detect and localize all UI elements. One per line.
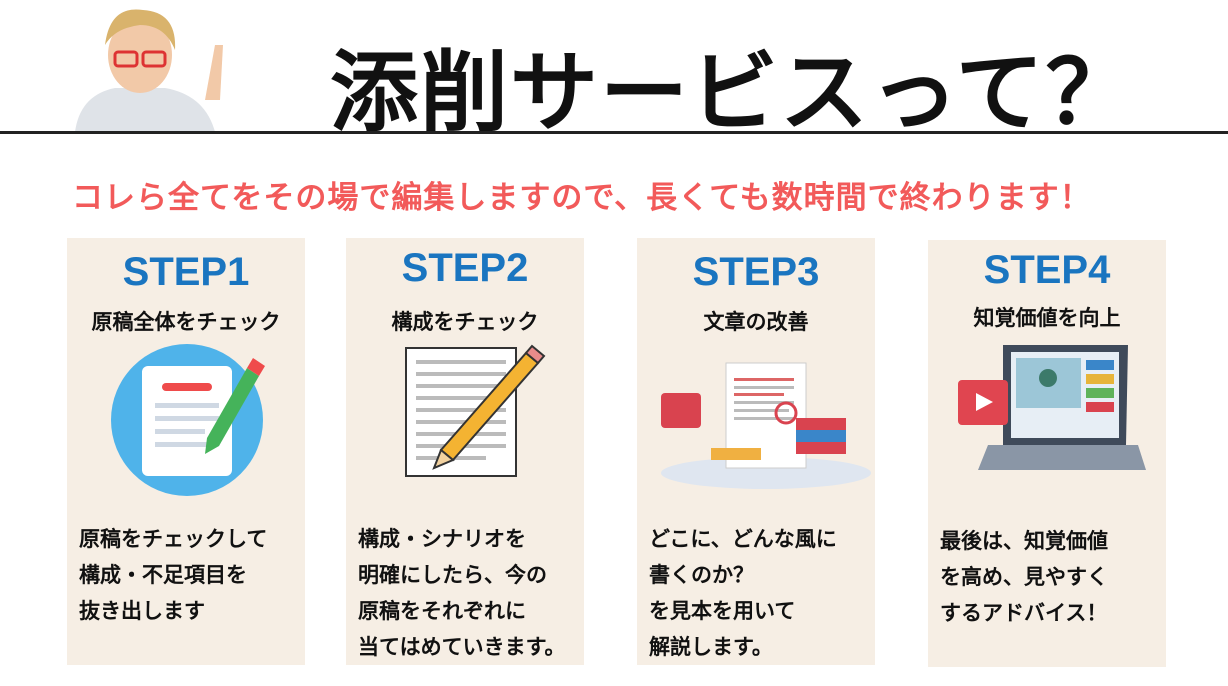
step-card-2: STEP2 構成をチェック 構成・シナリオを 明確にしたら、今の 原稿をそれぞれ… xyxy=(346,238,584,665)
step-description: 構成・シナリオを 明確にしたら、今の 原稿をそれぞれに 当てはめていきます。 xyxy=(358,527,566,659)
divider xyxy=(0,131,1228,134)
step-label: STEP1 xyxy=(122,250,250,294)
step-card-1: STEP1 原稿全体をチェック 原稿をチェックして 構成・不足項目を 抜き出しま… xyxy=(67,238,305,665)
step-heading: 原稿全体をチェック xyxy=(91,310,281,334)
step-heading: 知覚価値を向上 xyxy=(973,306,1121,330)
step-heading: 構成をチェック xyxy=(391,310,539,334)
step-card-4: STEP4 知覚価値を向上 最後は、知覚価値 を高め、見やすく するアドバイス！ xyxy=(928,240,1166,667)
writing-improvement-illustration xyxy=(661,362,871,489)
page-title: 添削サービスって？ xyxy=(330,41,1136,144)
step-description: どこに、どんな風に 書くのか？ を見本を用いて 解説します。 xyxy=(649,527,837,659)
step-label: STEP4 xyxy=(983,248,1111,292)
girl-pointing-image xyxy=(75,9,223,132)
laptop-video-icon xyxy=(958,345,1146,470)
step-description: 原稿をチェックして 構成・不足項目を 抜き出します xyxy=(79,527,268,623)
document-check-icon xyxy=(111,344,265,496)
step-label: STEP3 xyxy=(692,250,820,294)
subtitle: コレら全てをその場で編集しますので、長くても数時間で終わります！ xyxy=(72,180,1092,216)
step-heading: 文章の改善 xyxy=(703,310,809,334)
step-card-3: STEP3 文章の改善 どこに、どんな風に 書くのか？ を見本を用いて 解説しま… xyxy=(637,238,875,665)
step-label: STEP2 xyxy=(401,246,529,290)
pencil-paper-icon xyxy=(405,344,546,477)
step-description: 最後は、知覚価値 を高め、見やすく するアドバイス！ xyxy=(940,529,1108,625)
